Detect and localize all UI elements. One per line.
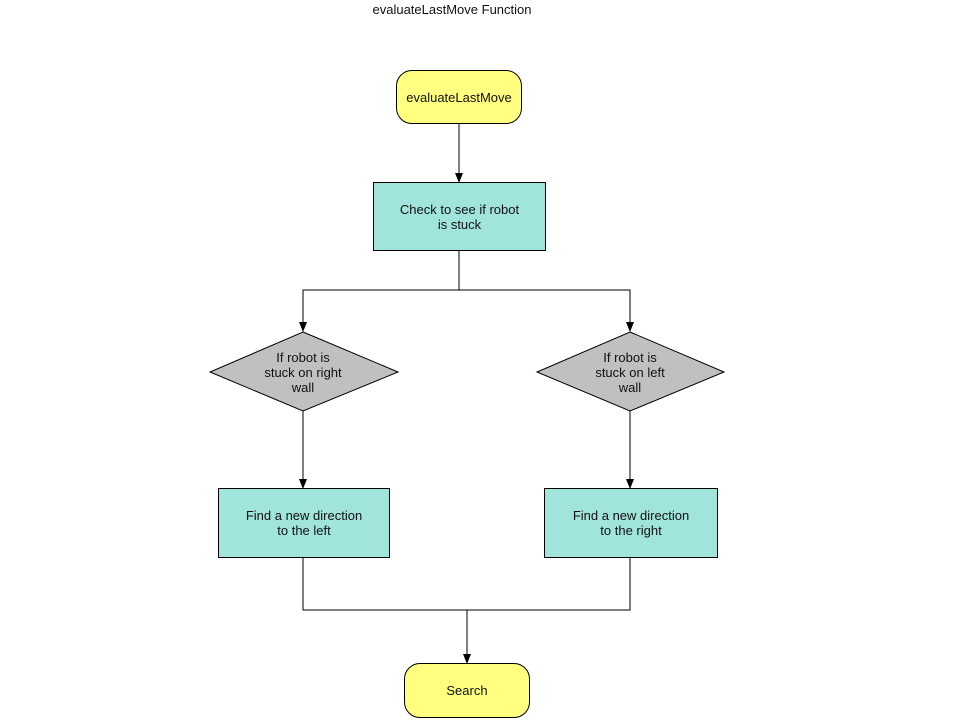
start-terminal: evaluateLastMove [396,70,522,124]
edge-check-to-left-wall [459,289,634,332]
edge-find-left-merge [302,558,467,611]
find-left-box: Find a new direction to the left [218,488,390,558]
check-stuck-box: Check to see if robot is stuck [373,182,546,251]
find-right-label: Find a new direction to the right [572,508,690,538]
edge-find-right-merge [467,558,631,611]
diagram-title: evaluateLastMove Function [372,2,532,17]
find-left-label: Find a new direction to the left [245,508,363,538]
decision-left-wall-shape [535,331,726,412]
decision-right-wall-shape [208,331,400,412]
edge-check-to-right-wall [299,289,459,332]
end-terminal: Search [404,663,530,718]
check-stuck-label: Check to see if robot is stuck [399,201,520,232]
find-right-box: Find a new direction to the right [544,488,718,558]
end-label: Search [446,683,488,698]
start-label: evaluateLastMove [406,89,512,105]
